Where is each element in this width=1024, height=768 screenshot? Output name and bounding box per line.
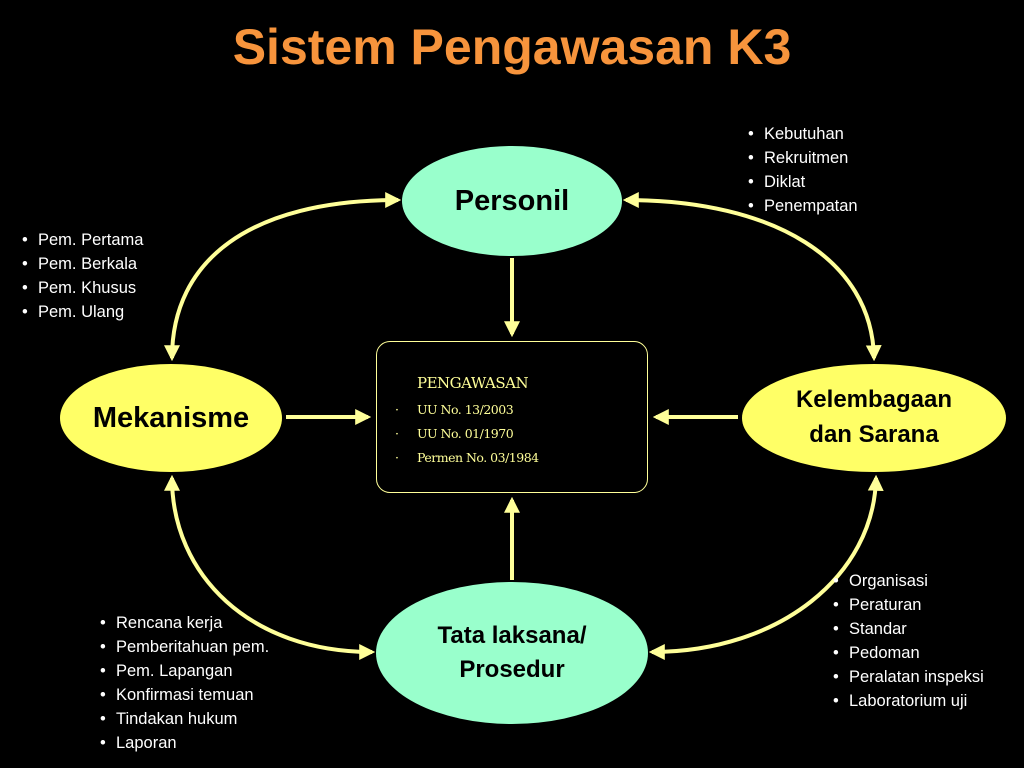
arc-kelembagaan-tata [648,474,884,660]
bullet-icon: • [833,572,839,590]
list-item-text: Laboratorium uji [849,692,968,710]
list-item: • Diklat [748,170,858,194]
list-item: • Rencana kerja [100,611,269,635]
bullet-icon: · [395,402,399,417]
list-item: • Pemberitahuan pem. [100,635,269,659]
bullet-icon: • [748,149,754,167]
arc-personil-kelembagaan [622,192,882,362]
list-item-text: Pem. Berkala [38,255,138,273]
list-item: • Pedoman [833,641,984,665]
list-item: • Organisasi [833,569,984,593]
bullet-icon: • [100,734,106,752]
list-item-text: Kebutuhan [764,125,844,143]
list-item-text: Rekruitmen [764,149,849,167]
list-item: • Rekruitmen [748,146,858,170]
list-item: • Tindakan hukum [100,707,269,731]
bullet-icon: • [22,255,28,273]
list-item: • Peralatan inspeksi [833,665,984,689]
pengawasan-item: · UU No. 01/1970 [395,426,539,450]
list-item: • Pem. Pertama [22,228,143,252]
bullet-icon: • [100,710,106,728]
node-tata-laksana: Tata laksana/ Prosedur [376,582,648,724]
pengawasan-list: · UU No. 13/2003 · UU No. 01/1970 · Permen … [395,402,539,474]
list-item: • Standar [833,617,984,641]
list-item-text: Peralatan inspeksi [849,668,984,686]
personil-list: • Kebutuhan • Rekruitmen • Diklat • Penempat… [748,122,858,218]
list-item: • Laboratorium uji [833,689,984,713]
list-item-text: Laporan [116,734,177,752]
list-item: • Pem. Ulang [22,300,143,324]
list-item: • Laporan [100,731,269,755]
node-kelembagaan-label: Kelembagaan dan Sarana [795,386,953,448]
list-item: • Penempatan [748,194,858,218]
list-item: • Konfirmasi temuan [100,683,269,707]
tata-laksana-list: • Rencana kerja • Pemberitahuan pem. • Pem.… [100,611,269,755]
list-item-text: Pem. Khusus [38,279,137,297]
list-item-text: Peraturan [849,596,922,614]
pengawasan-item: · UU No. 13/2003 [395,402,539,426]
list-item: • Pem. Berkala [22,252,143,276]
kelembagaan-list: • Organisasi • Peraturan • Standar • Pedoman… [833,569,984,713]
list-item-text: Konfirmasi temuan [116,686,254,704]
list-item: • Pem. Lapangan [100,659,269,683]
bullet-icon: • [100,638,106,656]
list-item-text: Pem. Pertama [38,231,144,249]
bullet-icon: • [100,686,106,704]
node-tata-laksana-label: Tata laksana/ Prosedur [437,622,587,683]
list-item: • Pem. Khusus [22,276,143,300]
arc-personil-mekanisme [164,192,402,362]
bullet-icon: • [100,662,106,680]
bullet-icon: • [22,303,28,321]
bullet-icon: • [833,668,839,686]
list-item-text: Pem. Lapangan [116,662,233,680]
pengawasan-heading: PENGAWASAN [417,374,529,392]
list-item-text: Pem. Ulang [38,303,125,321]
bullet-icon: • [833,644,839,662]
mekanisme-list: • Pem. Pertama • Pem. Berkala • Pem. Khusus… [22,228,143,324]
list-item: • Kebutuhan [748,122,858,146]
bullet-icon: • [833,596,839,614]
bullet-icon: • [833,620,839,638]
arc-mekanisme-tata [164,474,376,660]
bullet-icon: · [395,426,399,441]
node-mekanisme: Mekanisme [60,364,282,472]
bullet-icon: • [748,173,754,191]
list-item-text: Rencana kerja [116,614,223,632]
bullet-icon: • [748,125,754,143]
pengawasan-box: PENGAWASAN · UU No. 13/2003 · UU No. 01/19… [376,341,648,493]
list-item-text: Penempatan [764,197,858,215]
pengawasan-item: · Permen No. 03/1984 [395,450,539,474]
node-personil: Personil [402,146,622,256]
bullet-icon: • [100,614,106,632]
bullet-icon: · [395,450,399,465]
bullet-icon: • [22,279,28,297]
pengawasan-item-text: UU No. 01/1970 [417,426,514,441]
list-item-text: Organisasi [849,572,928,590]
list-item-text: Pedoman [849,644,920,662]
node-mekanisme-label: Mekanisme [92,401,250,434]
list-item-text: Pemberitahuan pem. [116,638,270,656]
page-title: Sistem Pengawasan K3 [232,19,792,75]
list-item-text: Diklat [764,173,806,191]
bullet-icon: • [833,692,839,710]
list-item: • Peraturan [833,593,984,617]
pengawasan-item-text: UU No. 13/2003 [417,402,514,417]
bullet-icon: • [748,197,754,215]
list-item-text: Standar [849,620,907,638]
pengawasan-item-text: Permen No. 03/1984 [417,450,539,465]
list-item-text: Tindakan hukum [116,710,238,728]
node-personil-label: Personil [454,184,570,217]
bullet-icon: • [22,231,28,249]
node-kelembagaan: Kelembagaan dan Sarana [742,364,1006,472]
